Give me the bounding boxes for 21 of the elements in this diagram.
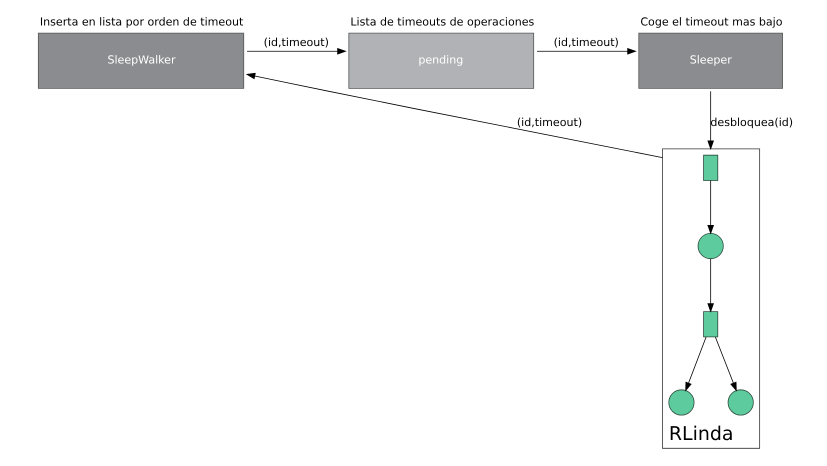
arrow xyxy=(706,258,714,313)
arrow xyxy=(536,48,636,55)
arrow xyxy=(684,336,706,392)
arrow xyxy=(706,90,714,150)
node-box xyxy=(702,311,718,338)
edge-label: desbloquea(id) xyxy=(710,116,793,130)
node-circle xyxy=(697,233,724,260)
edge-label: (id,timeout) xyxy=(553,36,618,49)
node-label: Lista de timeouts de operaciones xyxy=(350,15,534,28)
edge-label: (id,timeout) xyxy=(516,116,582,130)
arrow xyxy=(245,72,662,158)
cluster: RLinda xyxy=(662,148,760,449)
node-circle xyxy=(727,389,754,416)
arrow xyxy=(706,180,714,235)
edge-label: (id,timeout) xyxy=(263,36,328,49)
arrow xyxy=(714,336,736,392)
node-box xyxy=(702,154,718,181)
arrow xyxy=(246,48,346,55)
node-label: Coge el timeout mas bajo xyxy=(640,15,782,28)
node-circle xyxy=(668,389,694,416)
node-label: Inserta en lista por orden de timeout xyxy=(39,15,243,28)
